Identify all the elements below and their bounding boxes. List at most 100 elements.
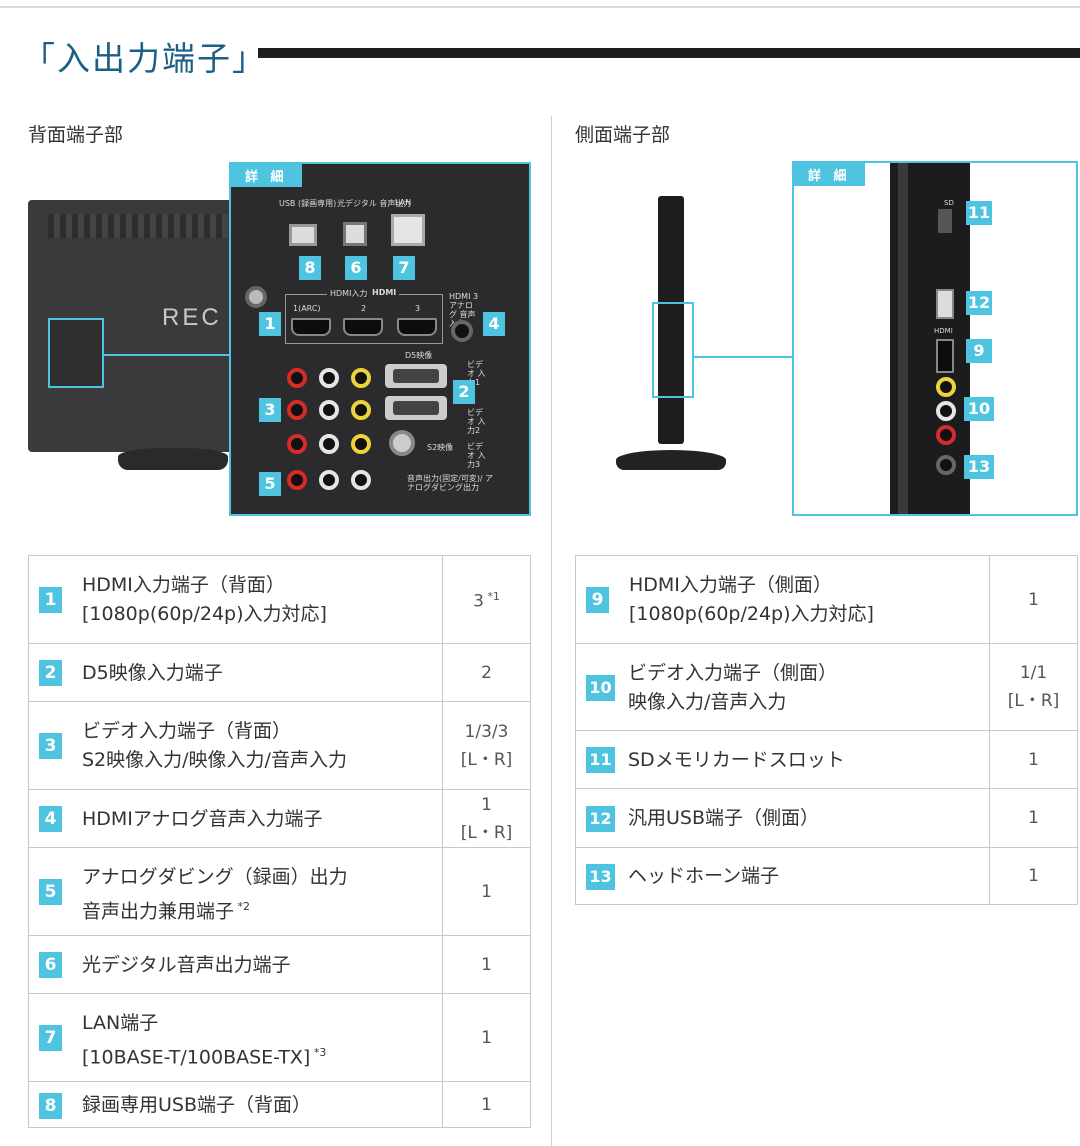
row-count-value: 1 (481, 1095, 492, 1115)
row-number-badge: 4 (39, 806, 62, 832)
row-label-line1: ビデオ入力端子（側面） (628, 662, 838, 684)
side-hdmi-port (936, 339, 954, 373)
jack-v4 (351, 470, 371, 490)
title-bar (258, 48, 1080, 58)
row-count: 1 (442, 936, 530, 993)
tv-port-highlight (48, 318, 104, 388)
rear-row-6: 6 光デジタル音声出力端子 1 (29, 935, 530, 993)
row-count-channels: [L・R] (460, 822, 513, 843)
row-label-line2: [1080p(60p/24p)入力対応] (629, 603, 874, 625)
jack-r3 (287, 434, 307, 454)
footnote-mark: *3 (310, 1046, 327, 1059)
hdmi-logo: HDMI (369, 288, 400, 297)
side-detail-box: 詳 細 SD 11 12 HDMI 9 10 13 (792, 161, 1078, 516)
d5-port-1 (385, 364, 447, 388)
row-label-line1: ヘッドホーン端子 (628, 865, 780, 887)
row-label-line1: D5映像入力端子 (82, 662, 223, 684)
badge-1: 1 (259, 312, 281, 336)
tv-side-highlight (652, 302, 694, 398)
badge-4: 4 (483, 312, 505, 336)
hdmi-3-label: 3 (415, 304, 421, 313)
tv-back-vents (48, 214, 228, 238)
hdmi-port-3 (397, 318, 437, 336)
row-count: 1 (989, 731, 1077, 788)
d5-port-2 (385, 396, 447, 420)
side-jack-l (936, 401, 956, 421)
jack-r4 (287, 470, 307, 490)
badge-11: 11 (966, 201, 992, 225)
row-label-line1: アナログダビング（録画）出力 (82, 866, 348, 888)
usb-port (289, 224, 317, 246)
row-count-value: 1 (1028, 589, 1039, 610)
row-count-value: 1/3/3 (464, 721, 509, 742)
side-jack-r (936, 425, 956, 445)
video-in-3-label: ビデオ 入力3 (467, 442, 486, 469)
row-count: 1 (442, 848, 530, 935)
row-number-badge: 13 (586, 864, 615, 890)
d5-label: D5映像 (405, 351, 433, 360)
row-number-badge: 7 (39, 1025, 62, 1051)
usb-label: USB (録画専用) (279, 199, 337, 208)
badge-3: 3 (259, 398, 281, 422)
hdmi-port-1 (291, 318, 331, 336)
side-heading: 側面端子部 (575, 124, 671, 146)
row-label: ヘッドホーン端子 (628, 862, 779, 891)
rear-spec-table: 1 HDMI入力端子（背面）[1080p(60p/24p)入力対応] 3 *1 2 D5… (28, 555, 531, 1128)
row-label-line2: [1080p(60p/24p)入力対応] (82, 603, 327, 625)
jack-l4 (319, 470, 339, 490)
row-count-value: 3 *1 (473, 590, 500, 612)
row-label: HDMI入力端子（背面）[1080p(60p/24p)入力対応] (82, 571, 327, 629)
row-count-value: 1 (481, 881, 492, 902)
optical-port (343, 222, 367, 246)
rear-row-8: 8 録画専用USB端子（背面） 1 (29, 1081, 530, 1128)
row-label-line1: 光デジタル音声出力端子 (82, 954, 291, 976)
badge-10: 10 (964, 397, 994, 421)
row-count-value: 1 (481, 954, 492, 975)
badge-6: 6 (345, 256, 367, 280)
row-label: LAN端子[10BASE-T/100BASE-TX] *3 (82, 1009, 326, 1072)
badge-9: 9 (966, 339, 992, 363)
row-label-line1: HDMIアナログ音声入力端子 (82, 808, 323, 830)
row-count-value: 1 (1028, 808, 1039, 828)
tv-side-body (658, 196, 684, 444)
side-detail-tag: 詳 細 (794, 163, 865, 186)
column-divider (551, 116, 552, 1146)
row-count-value: 2 (481, 662, 492, 683)
hdmi-port-2 (343, 318, 383, 336)
row-number-badge: 8 (39, 1093, 62, 1119)
jack-v3 (351, 434, 371, 454)
row-label: D5映像入力端子 (82, 659, 223, 688)
audio-out-label: 音声出力(固定/可変)/ アナログダビング出力 (407, 474, 494, 492)
sd-slot (938, 209, 952, 233)
hdmi-group-label: HDMI入力 (327, 288, 371, 299)
row-label-line1: LAN端子 (82, 1012, 159, 1034)
s2-port (389, 430, 415, 456)
row-number-badge: 10 (586, 675, 615, 701)
optical-label: 光デジタル 音声出力 (337, 199, 412, 208)
headphone-jack (936, 455, 956, 475)
antenna-jack (245, 286, 267, 308)
rear-detail-tag: 詳 細 (231, 164, 302, 187)
row-count: 1 (442, 1082, 530, 1128)
row-label: HDMIアナログ音声入力端子 (82, 805, 323, 834)
row-count: 3 *1 (442, 556, 530, 643)
tv-side-connector (694, 356, 794, 358)
jack-v2 (351, 400, 371, 420)
row-label: 汎用USB端子（側面） (628, 804, 819, 833)
row-count: 2 (442, 644, 530, 701)
row-label: 録画専用USB端子（背面） (82, 1091, 311, 1120)
hdmi-1-label: 1(ARC) (293, 304, 321, 313)
rear-heading: 背面端子部 (28, 124, 124, 146)
row-number-badge: 6 (39, 952, 62, 978)
row-label-line1: SDメモリカードスロット (628, 749, 845, 771)
row-number-badge: 5 (39, 879, 62, 905)
badge-13: 13 (964, 455, 994, 479)
jack-l3 (319, 434, 339, 454)
row-label-line1: ビデオ入力端子（背面） (82, 720, 292, 742)
